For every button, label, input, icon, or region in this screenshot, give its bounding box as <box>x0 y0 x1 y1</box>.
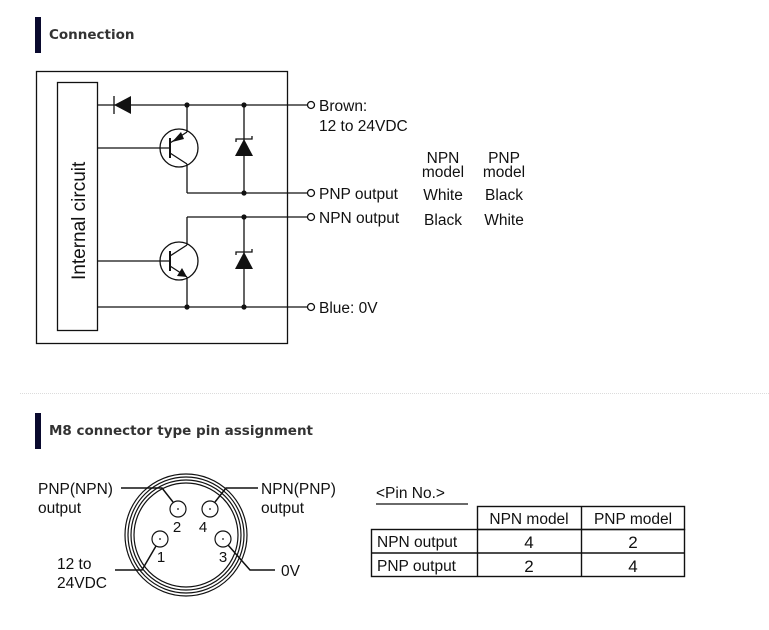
pnp-output-pnp-model-color: Black <box>485 187 523 204</box>
pin-1 <box>151 530 169 548</box>
junction-dot <box>241 304 247 310</box>
reverse-protection-diode-icon <box>113 96 131 114</box>
connector-outer-ring <box>124 473 248 597</box>
section-heading-pin-assignment: M8 connector type pin assignment <box>35 413 313 449</box>
pin-number-table: <Pin No.> NPN model PNP model NPN output… <box>370 485 686 578</box>
pin2-label-line1: PNP(NPN) <box>38 481 113 498</box>
section-divider <box>20 393 769 394</box>
brown-label: Brown: <box>319 98 367 115</box>
pin-number-3: 3 <box>219 549 227 566</box>
wire-color-table: NPN model PNP model White Black Black Wh… <box>422 150 525 229</box>
leader-line-pin-2 <box>121 487 174 503</box>
pin1-label-line1: 12 to <box>57 556 91 573</box>
internal-circuit-label: Internal circuit <box>69 161 90 280</box>
npn-output-npn-model-color: Black <box>424 212 462 229</box>
header-pnp-line2: model <box>483 164 525 181</box>
pin-number-2: 2 <box>173 519 181 536</box>
npn-transistor-icon <box>97 217 199 307</box>
row-label-pnp-output: PNP output <box>377 558 457 575</box>
npn-output-label: NPN output <box>319 210 400 227</box>
pin4-label-line2: output <box>261 500 305 517</box>
leader-line-pin-4 <box>214 487 258 503</box>
connector-ring <box>127 476 245 594</box>
zener-diode-icon <box>235 105 253 193</box>
pin-4 <box>201 500 219 518</box>
pin4-label-line1: NPN(PNP) <box>261 481 336 498</box>
pnp-transistor-icon <box>97 105 199 193</box>
npn-output-pnp-model-color: White <box>484 212 524 229</box>
zener-diode-icon <box>235 217 253 307</box>
leader-line-pin-3 <box>227 544 275 571</box>
sensor-enclosure <box>35 70 289 345</box>
col-header-pnp-model: PNP model <box>594 511 672 528</box>
header-npn-line2: model <box>422 164 464 181</box>
terminal-brown <box>306 100 316 110</box>
pnp-output-npn-model-color: White <box>423 187 463 204</box>
blue-label: Blue: 0V <box>319 300 378 317</box>
pin-table-caption: <Pin No.> <box>376 485 445 502</box>
brown-voltage-label: 12 to 24VDC <box>319 118 408 135</box>
pnp-output-npn-model-pin: 2 <box>524 557 533 576</box>
terminal-blue <box>306 302 316 312</box>
m8-connector-face <box>115 473 275 597</box>
pin2-label-line2: output <box>38 500 82 517</box>
pin-number-1: 1 <box>157 549 165 566</box>
terminal-pnp-output <box>306 188 316 198</box>
terminal-npn-output <box>306 212 316 222</box>
npn-output-pnp-model-pin: 2 <box>628 533 637 552</box>
junction-dot <box>184 304 190 310</box>
connector-inner-ring <box>133 482 239 588</box>
npn-output-npn-model-pin: 4 <box>524 533 533 552</box>
section-title: M8 connector type pin assignment <box>49 423 314 439</box>
internal-circuit-box <box>56 81 99 332</box>
pin-number-4: 4 <box>199 519 207 536</box>
section-title: Connection <box>49 27 135 43</box>
junction-dot <box>241 190 247 196</box>
connection-diagram <box>35 70 316 345</box>
pnp-output-label: PNP output <box>319 186 399 203</box>
connector-ring <box>130 479 242 591</box>
pin-2 <box>169 500 187 518</box>
leader-line-pin-1 <box>115 545 157 571</box>
pin-3 <box>214 530 232 548</box>
col-header-npn-model: NPN model <box>489 511 568 528</box>
row-label-npn-output: NPN output <box>377 534 458 551</box>
pin3-label: 0V <box>281 563 301 580</box>
pin1-label-line2: 24VDC <box>57 575 107 592</box>
section-heading-connection: Connection <box>35 17 135 53</box>
header-npn-line1: NPN <box>427 150 460 167</box>
header-pnp-line1: PNP <box>488 150 520 167</box>
pnp-output-pnp-model-pin: 4 <box>628 557 637 576</box>
